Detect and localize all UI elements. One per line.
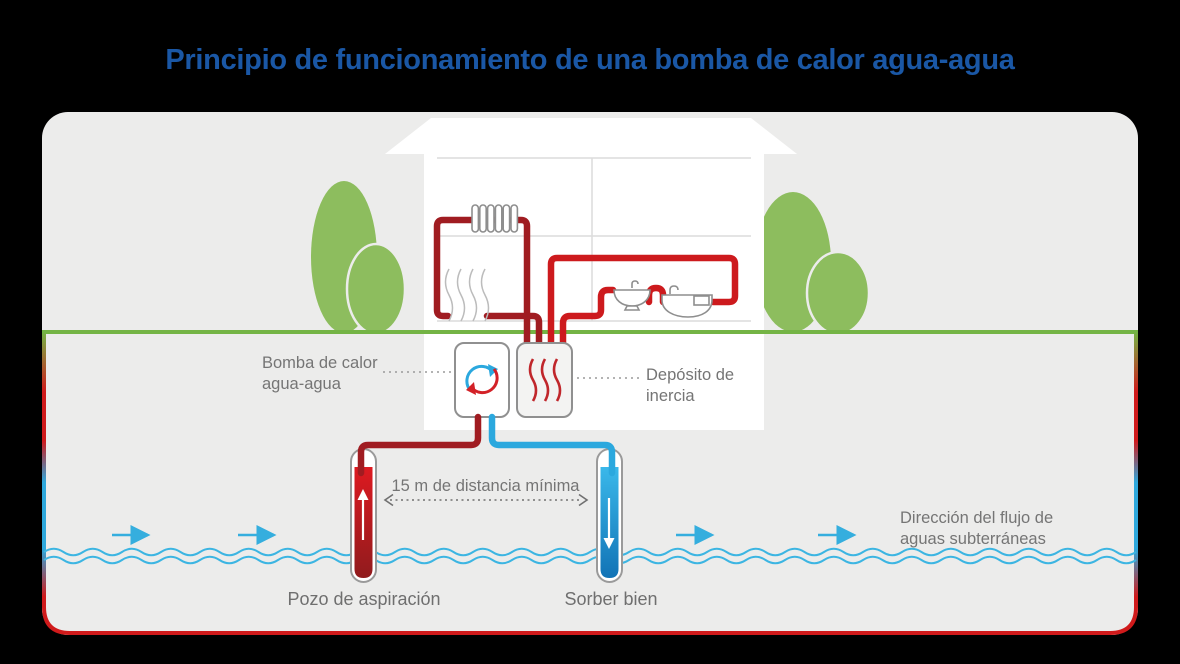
buffer-tank-label-line1: Depósito de xyxy=(646,366,735,384)
heat-pump-label-line2: agua-agua xyxy=(262,375,341,393)
injection-pipe xyxy=(488,413,616,477)
groundwater-flow-label-line2: aguas subterráneas xyxy=(900,530,1046,548)
water-wave-2 xyxy=(43,555,1137,565)
heat-pump-label-line1: Bomba de calor xyxy=(262,354,378,372)
bathtub-icon xyxy=(661,285,713,318)
tree-small-icon xyxy=(345,242,407,336)
heat-pump-cycle-icon xyxy=(465,364,499,395)
tree-group-left xyxy=(311,181,407,336)
underground-border xyxy=(42,333,1138,635)
buffer-tank-heat-icon xyxy=(528,358,562,402)
suction-well-up-arrow xyxy=(357,489,369,540)
radiator-circuit-pipe xyxy=(433,216,543,348)
tree-group-right xyxy=(755,192,871,336)
diagram-title: Principio de funcionamiento de una bomba… xyxy=(165,44,1015,76)
buffer-tank-label: Depósito de inercia xyxy=(646,365,734,407)
groundwater-flow-label: Dirección del flujo de aguas subterránea… xyxy=(900,508,1053,550)
heat-pump-unit xyxy=(454,342,510,418)
suction-well-label: Pozo de aspiración xyxy=(287,589,441,609)
heat-pump-label: Bomba de calor agua-agua xyxy=(262,353,378,395)
groundwater-flow-label-line1: Dirección del flujo de xyxy=(900,509,1054,527)
water-wave-1 xyxy=(43,547,1137,557)
buffer-tank-unit xyxy=(516,342,573,418)
min-distance-label: 15 m de distancia mínima xyxy=(391,477,580,495)
suction-pipe xyxy=(357,413,482,477)
roof-icon xyxy=(385,118,797,154)
min-distance-arrow xyxy=(383,493,589,507)
tree-small-icon xyxy=(805,250,871,336)
buffer-tank-label-line2: inercia xyxy=(646,387,695,405)
house-interior-lines xyxy=(437,157,751,322)
underfloor-heating-icon xyxy=(444,268,490,322)
washbasin-icon xyxy=(613,280,651,311)
injection-well-down-arrow xyxy=(603,498,615,549)
injection-well-label: Sorber bien xyxy=(564,589,658,609)
radiator-icon xyxy=(471,204,519,233)
